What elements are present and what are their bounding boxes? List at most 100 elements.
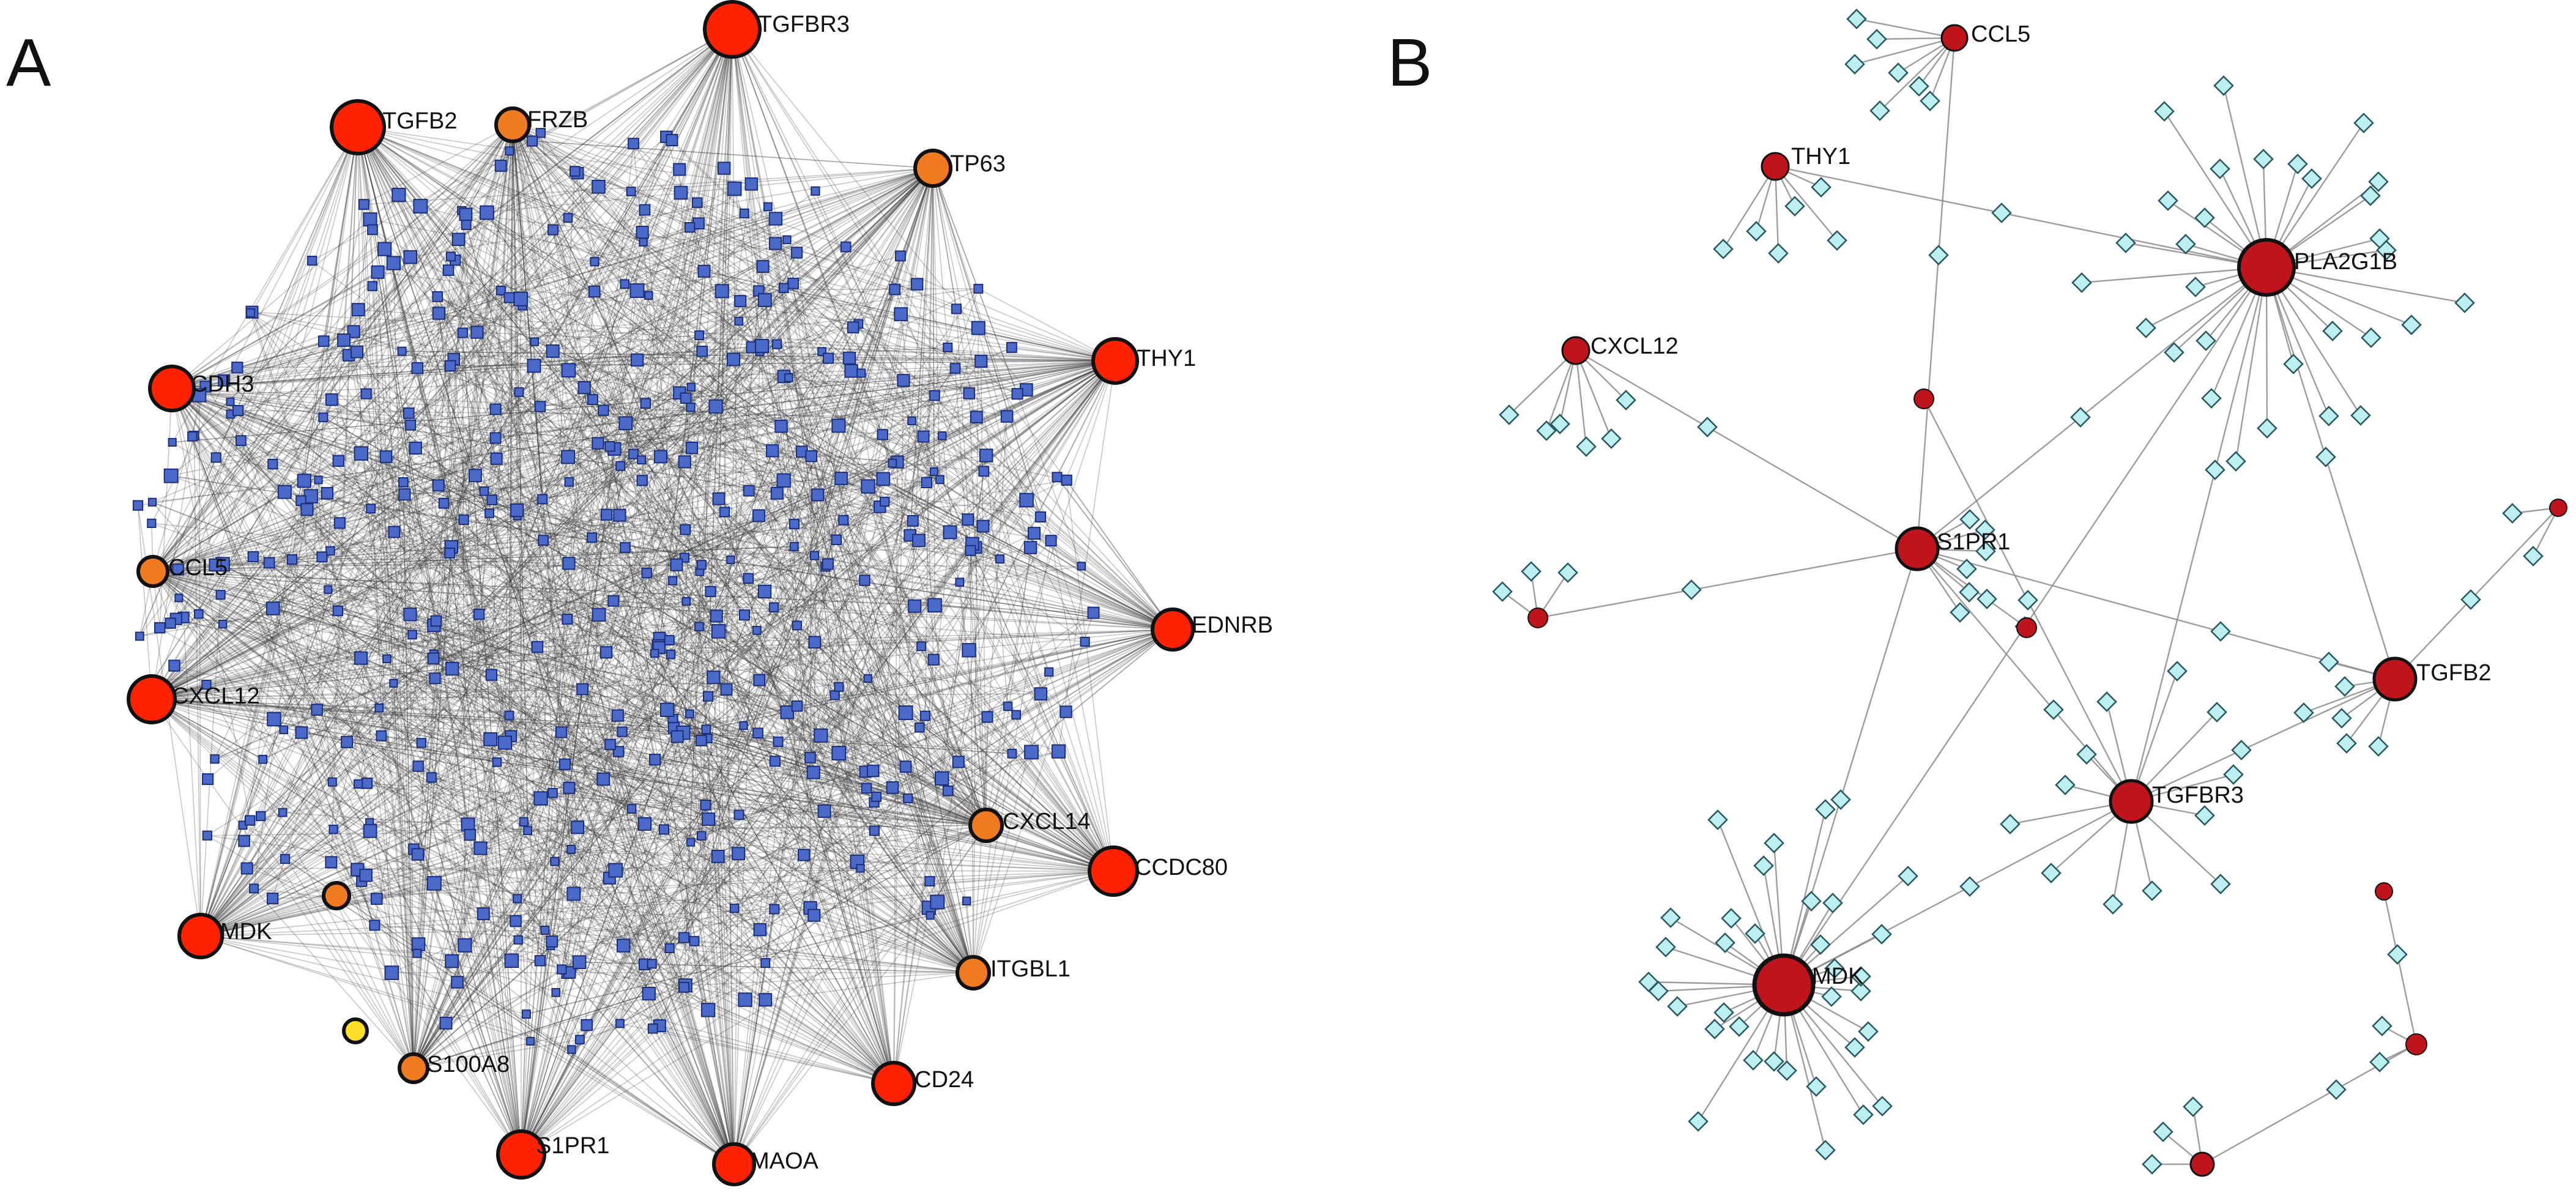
edge (273, 519, 464, 720)
gene-node (686, 382, 696, 392)
gene-node (510, 915, 522, 927)
gene-node (607, 595, 620, 607)
edge (381, 735, 987, 826)
edge (521, 426, 782, 1155)
edge (358, 783, 1114, 872)
hub-node-mdk (1752, 953, 1816, 1017)
edge (740, 301, 974, 973)
edge (152, 571, 839, 688)
gene-node (354, 779, 363, 789)
edge (363, 168, 934, 205)
gene-node (341, 735, 354, 748)
edge (151, 699, 570, 973)
gene-node (546, 935, 559, 948)
edge (200, 796, 877, 937)
edge (504, 168, 934, 743)
edge (956, 308, 987, 826)
edge (393, 683, 735, 1165)
edge (568, 481, 776, 762)
edge (171, 388, 927, 483)
edge (792, 168, 934, 284)
gene-node (485, 669, 498, 681)
gene-node (483, 732, 498, 746)
edge (438, 313, 541, 961)
edge (200, 581, 960, 937)
gene-node (752, 509, 765, 522)
edge (512, 124, 529, 831)
gene-node (636, 226, 649, 239)
gene-node (1060, 705, 1072, 718)
gene-node (733, 809, 744, 820)
hub-label-pla2g1b: PLA2G1B (2294, 249, 2397, 275)
edge (512, 124, 861, 869)
edge (733, 741, 779, 1165)
edge (151, 406, 541, 700)
edge (669, 639, 1114, 872)
edge (152, 520, 913, 572)
edge (413, 447, 692, 1069)
edge (496, 360, 1116, 439)
edge (151, 289, 896, 700)
edge (613, 600, 1173, 630)
edge (437, 296, 522, 1155)
edge (883, 478, 1173, 630)
gene-node (703, 691, 714, 702)
edge (200, 605, 915, 937)
gene-node (898, 705, 913, 720)
gene-node (943, 342, 953, 353)
edge (905, 712, 1114, 872)
gene-node (626, 804, 637, 814)
edge (732, 29, 935, 472)
edge (526, 915, 930, 1015)
edge (369, 822, 894, 1084)
gene-node (432, 479, 445, 492)
edge (512, 124, 543, 499)
edge (361, 360, 1116, 454)
gene-node (503, 292, 515, 303)
edge (660, 168, 934, 457)
edge (618, 751, 735, 1165)
gene-node (411, 848, 425, 861)
edge (385, 456, 974, 973)
edge (959, 582, 987, 826)
edge (733, 671, 1050, 1165)
edge (718, 29, 733, 499)
edge (230, 414, 414, 1069)
gene-node (782, 235, 792, 245)
gene-node (1824, 958, 1845, 979)
edge (1856, 18, 1955, 39)
edge (623, 696, 709, 946)
gene-node (154, 622, 166, 634)
hub-label-thy1: THY1 (1791, 144, 1850, 169)
gene-node (559, 758, 571, 770)
edge (272, 608, 583, 690)
gene-node (658, 824, 670, 835)
edge (321, 217, 569, 557)
gene-node (1764, 1051, 1784, 1072)
gene-node (949, 363, 961, 374)
edge (171, 388, 376, 926)
gene-node (1576, 436, 1597, 457)
edge (566, 547, 1031, 974)
edge (152, 571, 562, 970)
edge (386, 658, 522, 1155)
edge (521, 941, 552, 1155)
edge (512, 124, 685, 987)
edge (796, 168, 934, 707)
edge (222, 563, 974, 973)
gene-node (1768, 243, 1789, 264)
edge (200, 571, 700, 937)
edge (620, 466, 974, 973)
gene-node (489, 403, 502, 415)
edge (521, 645, 659, 1155)
gene-node (461, 220, 472, 231)
edge (323, 340, 987, 826)
edge (200, 760, 776, 937)
gene-node (752, 727, 763, 739)
edge (171, 351, 702, 389)
gene-node (763, 202, 773, 212)
edge (491, 499, 1114, 872)
edge (171, 388, 984, 472)
edge (207, 835, 735, 1165)
gene-node (547, 224, 559, 236)
